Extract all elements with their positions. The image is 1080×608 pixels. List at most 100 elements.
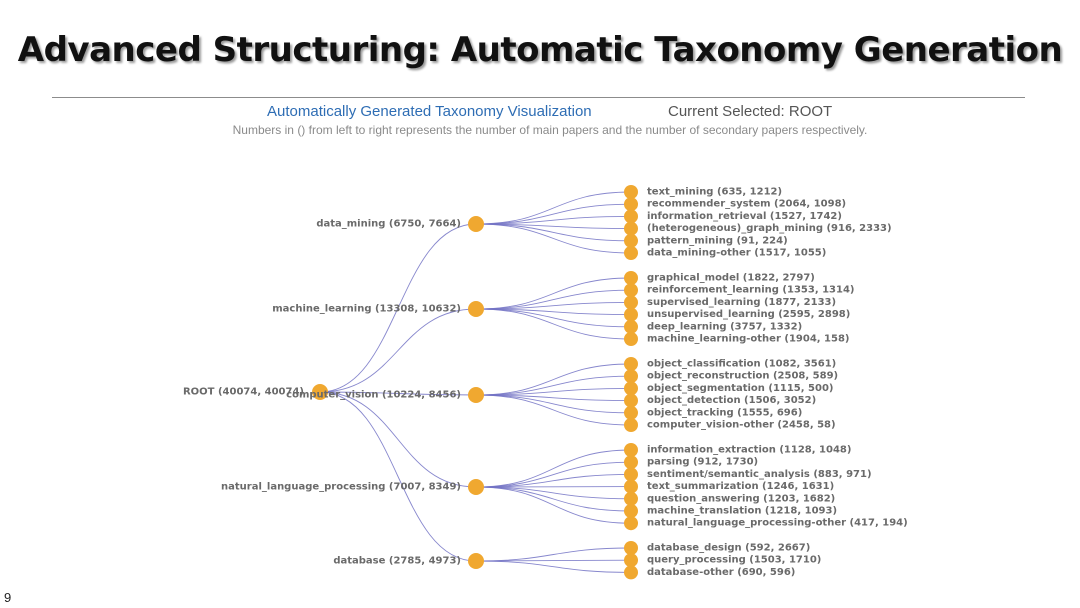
leaf-node[interactable] — [624, 393, 638, 408]
leaf-node[interactable] — [624, 369, 638, 384]
leaf-node[interactable] — [624, 307, 638, 322]
leaf-node[interactable] — [624, 233, 638, 248]
leaf-label: deep_learning (3757, 1332) — [647, 321, 802, 332]
leaf-node[interactable] — [624, 467, 638, 482]
leaf-label: pattern_mining (91, 224) — [647, 235, 788, 246]
leaf-label: natural_language_processing-other (417, … — [647, 518, 908, 529]
leaf-label: database-other (690, 596) — [647, 567, 795, 578]
leaf-label: reinforcement_learning (1353, 1314) — [647, 285, 855, 296]
leaf-link — [475, 375, 632, 396]
leaf-node[interactable] — [624, 283, 638, 298]
leaf-node[interactable] — [624, 221, 638, 236]
leaf-link — [475, 486, 632, 524]
category-label-database: database (2785, 4973) — [333, 556, 461, 567]
leaf-node[interactable] — [624, 565, 638, 580]
slide-title: Advanced Structuring: Automatic Taxonomy… — [17, 30, 1063, 70]
leaf-label: text_summarization (1246, 1631) — [647, 481, 834, 492]
tree-links — [319, 191, 632, 573]
leaf-label: object_tracking (1555, 696) — [647, 407, 802, 418]
leaf-node[interactable] — [624, 332, 638, 346]
leaf-label: machine_learning-other (1904, 158) — [647, 334, 850, 345]
leaf-link — [475, 277, 632, 310]
leaf-node[interactable] — [624, 209, 638, 224]
leaf-node[interactable] — [624, 271, 638, 285]
leaf-link — [475, 387, 632, 396]
leaf-link — [475, 363, 632, 396]
category-node-machine_learning[interactable] — [468, 301, 484, 317]
root-link-computer_vision — [319, 391, 477, 396]
leaf-node[interactable] — [624, 357, 638, 371]
leaf-node[interactable] — [624, 553, 638, 568]
tree-nodes: ROOT (40074, 40074)data_mining (6750, 76… — [183, 185, 908, 580]
leaf-label: text_mining (635, 1212) — [647, 187, 782, 198]
leaf-link — [475, 191, 632, 225]
leaf-label: data_mining-other (1517, 1055) — [647, 248, 826, 259]
leaf-link — [475, 560, 632, 573]
leaf-link — [475, 473, 632, 488]
leaf-label: database_design (592, 2667) — [647, 543, 810, 554]
category-node-database[interactable] — [468, 553, 484, 569]
root-link-natural_language_processing — [319, 391, 477, 488]
leaf-node[interactable] — [624, 246, 638, 260]
leaf-label: object_classification (1082, 3561) — [647, 359, 836, 370]
leaf-label: question_answering (1203, 1682) — [647, 493, 835, 504]
leaf-node[interactable] — [624, 197, 638, 212]
leaf-label: recommender_system (2064, 1098) — [647, 199, 846, 210]
leaf-link — [475, 486, 632, 512]
leaf-link — [475, 308, 632, 340]
leaf-link — [475, 289, 632, 310]
leaf-node[interactable] — [624, 381, 638, 396]
root-link-machine_learning — [319, 308, 477, 393]
leaf-node[interactable] — [624, 443, 638, 457]
leaf-node[interactable] — [624, 541, 638, 555]
leaf-node[interactable] — [624, 418, 638, 432]
leaf-label: information_retrieval (1527, 1742) — [647, 211, 842, 222]
current-selected-indicator: Current Selected: ROOT — [668, 103, 832, 120]
leaf-label: graphical_model (1822, 2797) — [647, 273, 815, 284]
leaf-label: object_reconstruction (2508, 589) — [647, 371, 838, 382]
leaf-node[interactable] — [624, 479, 638, 494]
leaf-link — [475, 301, 632, 310]
category-node-computer_vision[interactable] — [468, 387, 484, 403]
current-selected-label: Current Selected: ROOT — [668, 103, 833, 120]
leaf-node[interactable] — [624, 185, 638, 199]
leaf-link — [475, 559, 632, 562]
page-number: 9 — [4, 590, 12, 605]
leaf-link — [475, 449, 632, 488]
category-label-computer_vision: computer_vision (10224, 8456) — [286, 390, 461, 401]
leaf-node[interactable] — [624, 491, 638, 506]
visualization-note: Numbers in () from left to right represe… — [232, 123, 868, 137]
leaf-label: information_extraction (1128, 1048) — [647, 445, 851, 456]
leaf-link — [475, 215, 632, 225]
leaf-label: supervised_learning (1877, 2133) — [647, 297, 836, 308]
leaf-link — [475, 223, 632, 254]
category-label-natural_language_processing: natural_language_processing (7007, 8349) — [221, 482, 461, 493]
leaf-link — [475, 394, 632, 426]
leaf-label: sentiment/semantic_analysis (883, 971) — [647, 469, 872, 480]
leaf-link — [475, 203, 632, 225]
title-divider — [52, 97, 1025, 98]
visualization-heading: Automatically Generated Taxonomy Visuali… — [267, 103, 592, 120]
category-node-data_mining[interactable] — [468, 216, 484, 232]
leaf-label: unsupervised_learning (2595, 2898) — [647, 309, 850, 320]
leaf-node[interactable] — [624, 504, 638, 518]
leaf-node[interactable] — [624, 295, 638, 310]
leaf-label: (heterogeneous)_graph_mining (916, 2333) — [647, 223, 892, 234]
root-link-data_mining — [319, 223, 477, 393]
leaf-node[interactable] — [624, 405, 638, 420]
leaf-link — [475, 461, 632, 488]
leaf-node[interactable] — [624, 455, 638, 470]
leaf-label: parsing (912, 1730) — [647, 457, 758, 468]
leaf-label: object_detection (1506, 3052) — [647, 395, 816, 406]
leaf-label: query_processing (1503, 1710) — [647, 555, 821, 566]
leaf-node[interactable] — [624, 516, 638, 531]
category-node-natural_language_processing[interactable] — [468, 479, 484, 495]
root-node[interactable] — [312, 384, 328, 400]
leaf-node[interactable] — [624, 319, 638, 334]
leaf-link — [475, 486, 632, 500]
root-link-database — [319, 391, 477, 562]
category-label-data_mining: data_mining (6750, 7664) — [316, 219, 461, 230]
leaf-label: object_segmentation (1115, 500) — [647, 383, 834, 394]
category-label-machine_learning: machine_learning (13308, 10632) — [272, 304, 461, 315]
